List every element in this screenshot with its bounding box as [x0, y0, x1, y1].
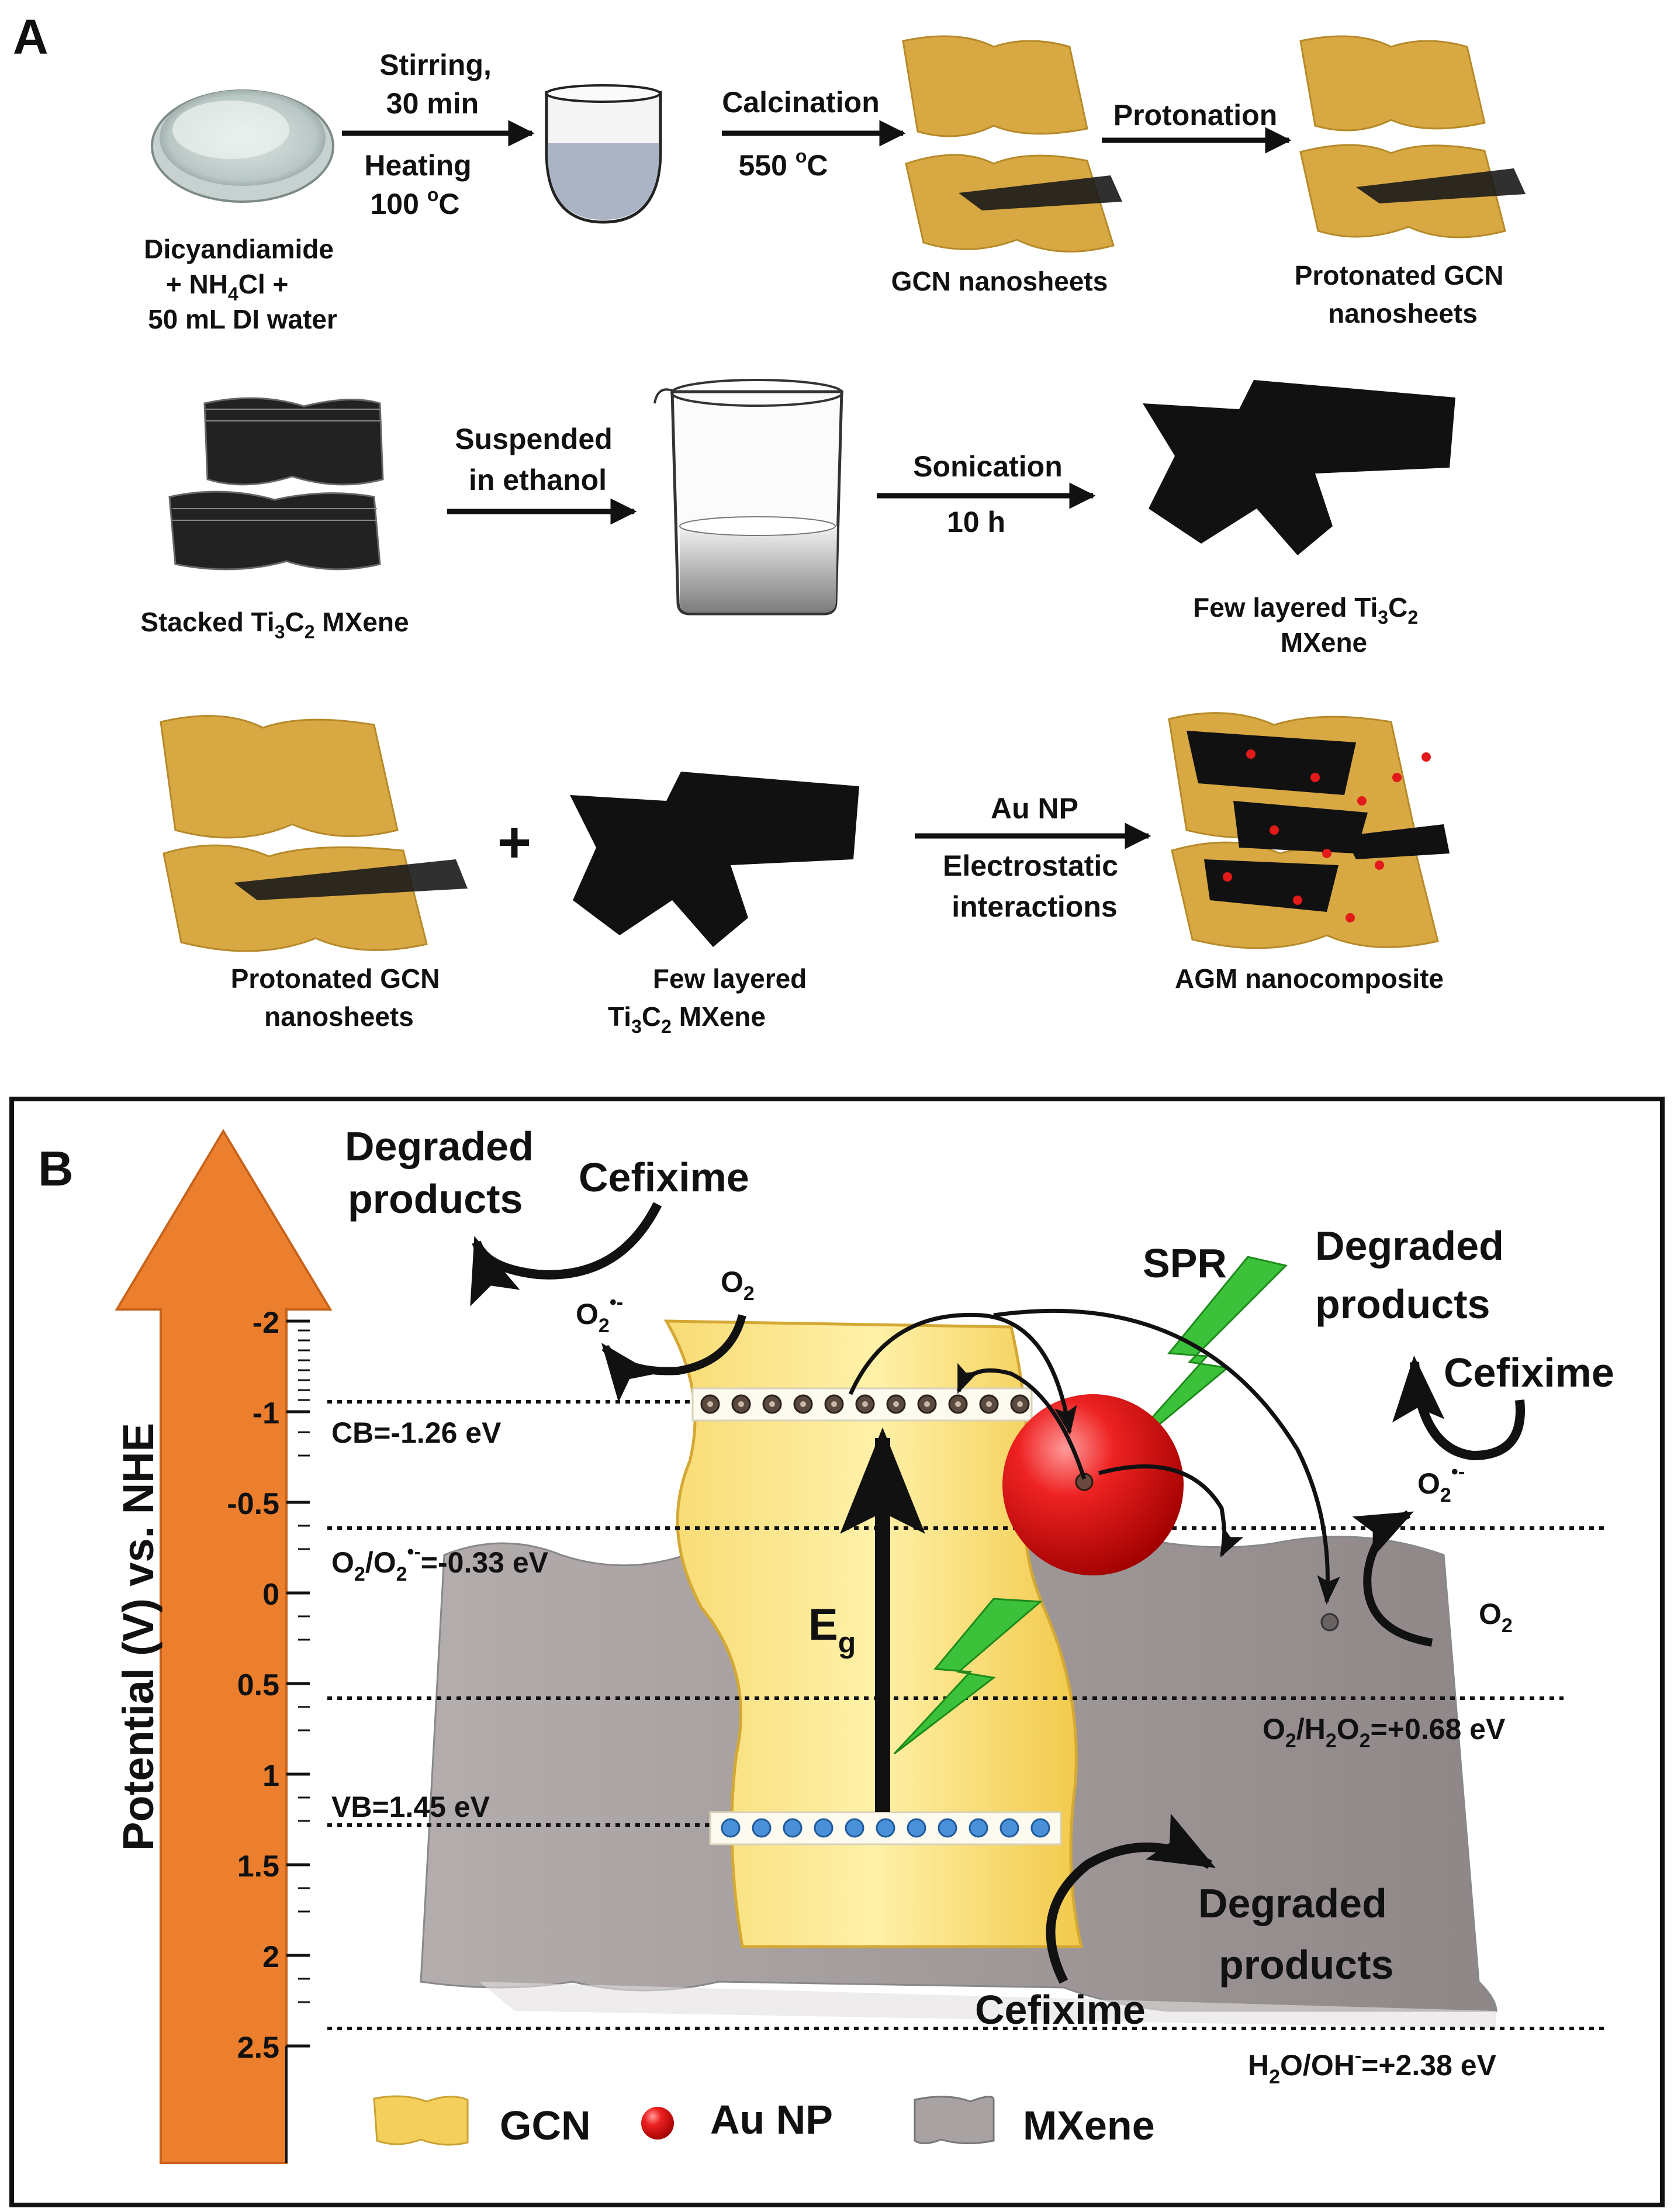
few-layer-mxene-label-row3: Few layered Ti3C2 MXene [608, 963, 814, 1037]
legend: GCN Au NP MXene [373, 2095, 1155, 2148]
spr-label: SPR [1143, 1240, 1227, 1286]
o2-radical-top-right: O2•- [1417, 1461, 1465, 1506]
agm-nanocomposite-icon [1168, 712, 1450, 949]
svg-text:-2: -2 [253, 1306, 279, 1340]
beaker-icon [653, 379, 843, 616]
au-legend-label: Au NP [710, 2097, 833, 2142]
svg-text:2: 2 [262, 1940, 279, 1974]
few-layer-mxene-label: Few layered Ti3C2 MXene [1193, 592, 1426, 658]
protonated-gcn-label: Protonated GCN nanosheets [1295, 260, 1512, 329]
protonated-gcn-icon [1299, 35, 1526, 239]
lightning-icon [893, 1598, 1043, 1755]
o2-level-label: O2/O2•-=-0.33 eV [331, 1541, 549, 1585]
electrostatic-label: Electrostatic interactions [943, 849, 1126, 923]
svg-text:-1: -1 [253, 1397, 279, 1430]
sonication-time-label: 10 h [947, 506, 1005, 538]
protonation-label: Protonation [1113, 99, 1278, 132]
gcn-nanosheets-icon [902, 35, 1122, 253]
oh-level-label: H2O/OH-=+2.38 eV [1248, 2045, 1497, 2088]
degraded-products-top-right: Degraded products [1315, 1223, 1515, 1327]
cb-electrons [691, 1387, 1033, 1422]
cefixime-top-right: Cefixime [1444, 1350, 1614, 1395]
mxene-legend-label: MXene [1023, 2103, 1155, 2148]
bottom-degradation-arrows [1046, 1813, 1216, 1984]
cb-label: CB=-1.26 eV [331, 1416, 501, 1449]
o2-right: O2 [1479, 1598, 1513, 1637]
plus-sign: + [497, 810, 531, 875]
stacked-mxene-label: Stacked Ti3C2 MXene [140, 607, 409, 642]
few-layer-mxene-icon [1143, 380, 1455, 555]
degraded-products-top-left: Degraded products [345, 1124, 545, 1222]
calcination-label: Calcination [722, 86, 879, 119]
svg-text:1: 1 [262, 1759, 279, 1793]
gcn-legend-label: GCN [500, 2103, 591, 2148]
spr-lightning-icon [1106, 1256, 1288, 1468]
h2o2-level-label: O2/H2O2=+0.68 eV [1263, 1713, 1506, 1752]
svg-text:-0.5: -0.5 [227, 1487, 279, 1521]
heating-label: Heating 100 oC [364, 149, 479, 220]
svg-text:0: 0 [262, 1578, 279, 1612]
panel-b-label: B [38, 1141, 74, 1196]
charge-transfer-arrows [848, 1308, 1340, 1605]
top-left-degradation-arrows [470, 1202, 746, 1402]
degraded-products-bottom: Degraded products [1198, 1881, 1398, 1988]
cefixime-bottom: Cefixime [975, 1987, 1146, 2033]
gcn-nanosheets-label: GCN nanosheets [891, 266, 1108, 296]
axis-tick-labels: -2 -1 -0.5 0 0.5 1 1.5 2 2.5 [227, 1306, 279, 2065]
vb-label: VB=1.45 eV [331, 1791, 490, 1823]
protonated-gcn-label-row3: Protonated GCN nanosheets [231, 963, 448, 1032]
sonication-label: Sonication [913, 450, 1063, 483]
svg-text:0.5: 0.5 [237, 1668, 279, 1702]
mxene-electron [1320, 1613, 1339, 1632]
reagent-label: Dicyandiamide + NH4Cl + 50 mL DI water [144, 234, 341, 334]
band-gap-label: Eg [808, 1600, 856, 1659]
axis-ticks [285, 1319, 310, 2163]
au-legend-swatch [641, 2107, 674, 2140]
protonated-gcn-icon-row3 [160, 715, 468, 952]
o2-top-left: O2 [721, 1266, 755, 1305]
cefixime-top-left: Cefixime [579, 1155, 749, 1200]
svg-text:2.5: 2.5 [237, 2031, 279, 2065]
agm-nanocomposite-label: AGM nanocomposite [1175, 963, 1444, 994]
top-right-degradation-arrows [1352, 1355, 1525, 1647]
svg-text:1.5: 1.5 [237, 1850, 279, 1883]
stirring-label: Stirring, 30 min [379, 49, 500, 120]
vb-holes [709, 1811, 1062, 1845]
suspension-label: Suspended in ethanol [455, 423, 620, 496]
au-nanoparticle [1002, 1394, 1184, 1575]
o2-radical-top-left: O2•- [576, 1291, 623, 1337]
stacked-mxene-icon [168, 397, 384, 571]
panel-a-label: A [13, 9, 49, 64]
calcination-temp-label: 550 oC [739, 146, 828, 182]
bowl-icon [545, 84, 662, 224]
few-layer-mxene-icon-row3 [570, 772, 859, 947]
au-np-arrow-label: Au NP [991, 792, 1078, 825]
axis-title: Potential (V) vs. NHE [114, 1423, 162, 1851]
potential-axis-arrow [115, 1129, 333, 2164]
petri-dish-icon [151, 89, 334, 203]
gcn-legend-swatch [373, 2095, 469, 2146]
mxene-legend-swatch [914, 2096, 995, 2144]
